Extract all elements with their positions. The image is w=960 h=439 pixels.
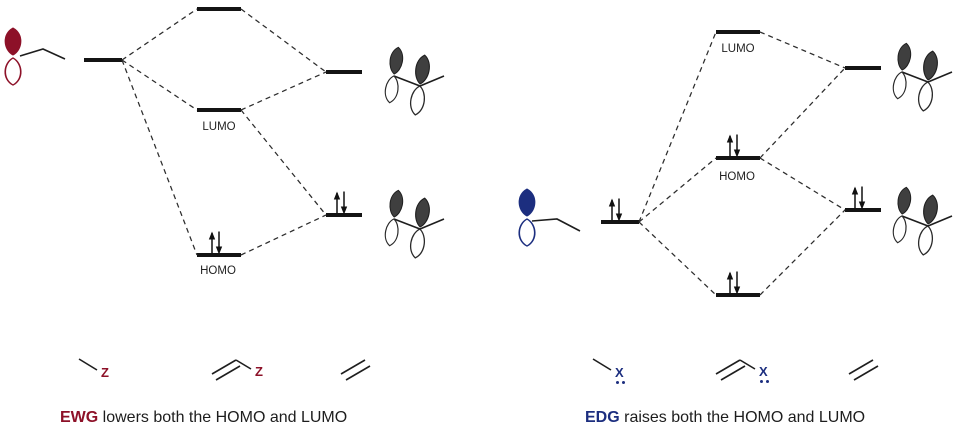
molecule-vinyl-edg: X: [715, 359, 769, 383]
pi-orbital-picture-left: [383, 189, 445, 259]
lone-pair-dot: [766, 380, 769, 383]
electron-pair-homo-left: [208, 230, 223, 256]
edg-caption-lead: EDG: [585, 409, 620, 426]
orbital-lobe-filled: [518, 188, 536, 217]
lumo-label-right: LUMO: [721, 43, 754, 55]
electron-pair-homo-right: [726, 133, 741, 159]
electron-pair-pi1-right: [726, 270, 741, 296]
bond-skeleton: [531, 218, 581, 232]
lone-pair-dot: [760, 380, 763, 383]
ewg-caption-lead: EWG: [60, 409, 99, 426]
ewg-caption: EWG lowers both the HOMO and LUMO: [60, 409, 347, 427]
orbital-lobe-filled: [4, 27, 22, 56]
ewg-caption-rest: lowers both the HOMO and LUMO: [98, 409, 348, 426]
pi-star-orbital-picture-left: [383, 46, 445, 116]
substituent-label-z: Z: [255, 364, 263, 379]
molecule-alkyl-edg: X: [592, 358, 625, 384]
ewg-substituent-p-orbital: [4, 27, 66, 86]
molecule-ethylene-bottom-left: [340, 359, 371, 381]
substituent-label-z: Z: [101, 365, 109, 380]
edg-substituent-p-orbital: [518, 188, 581, 247]
pi-orbital-picture-right: [891, 186, 953, 256]
homo-label-right: HOMO: [719, 171, 755, 183]
substituent-label-x: X: [615, 365, 624, 380]
edg-caption-rest: raises both the HOMO and LUMO: [619, 409, 866, 426]
electron-pair-ethylene-pi-left: [333, 190, 348, 216]
orbital-lobe-open: [518, 218, 536, 247]
electron-pair-edg-substituent: [608, 197, 623, 223]
ewg-diagram: LUMO HOMO Z Z: [4, 7, 445, 381]
correlation-lines-right: [638, 31, 846, 296]
pi-star-orbital-picture-right: [891, 42, 953, 112]
molecule-alkyl-ewg: Z: [78, 358, 109, 380]
edg-caption: EDG raises both the HOMO and LUMO: [585, 409, 865, 427]
lone-pair-dot: [616, 381, 619, 384]
lone-pair-dot: [622, 381, 625, 384]
electron-pair-ethylene-pi-right: [851, 185, 866, 211]
lumo-label-left: LUMO: [202, 121, 235, 133]
substituent-label-x: X: [759, 364, 768, 379]
molecule-ethylene-bottom-right: [848, 359, 879, 381]
edg-diagram: LUMO HOMO X X: [518, 30, 953, 384]
correlation-lines-left: [121, 8, 327, 256]
bond-skeleton: [19, 48, 66, 60]
orbital-lobe-open: [4, 57, 22, 86]
molecule-vinyl-ewg: Z: [211, 359, 263, 381]
homo-label-left: HOMO: [200, 265, 236, 277]
